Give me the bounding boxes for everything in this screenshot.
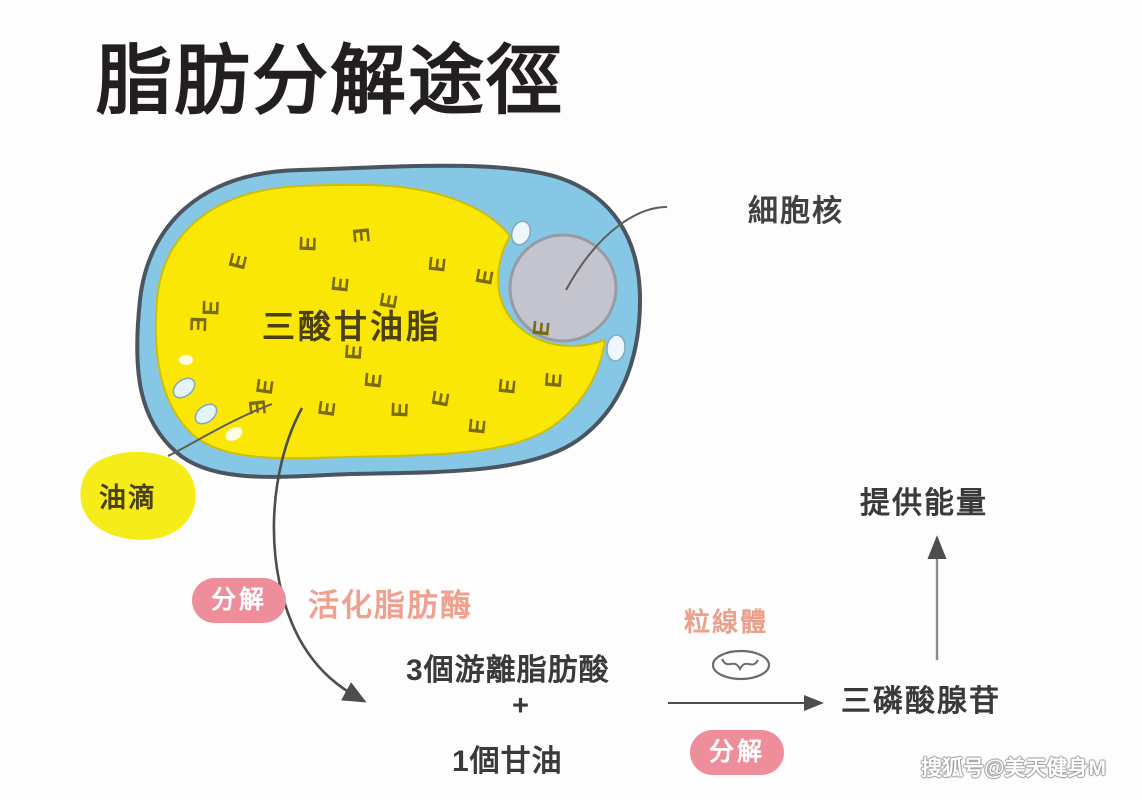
svg-text:Ǝ: Ǝ <box>386 402 413 418</box>
svg-text:Ǝ: Ǝ <box>463 417 490 435</box>
decompose-badge-1: 分解 <box>192 578 286 623</box>
svg-text:Ǝ: Ǝ <box>527 319 554 337</box>
oil-droplet-label: 油滴 <box>99 483 157 513</box>
products-plus-sign: + <box>512 690 529 722</box>
svg-text:Ǝ: Ǝ <box>326 275 353 293</box>
svg-text:Ǝ: Ǝ <box>348 226 375 244</box>
leader-lines <box>167 206 668 457</box>
decompose-badge-2: 分解 <box>690 730 784 775</box>
lipid-droplet-label: 三酸甘油脂 <box>262 308 442 345</box>
svg-text:Ǝ: Ǝ <box>423 255 450 273</box>
svg-text:Ǝ: Ǝ <box>470 267 498 287</box>
svg-text:Ǝ: Ǝ <box>493 377 520 395</box>
oil-droplet-blob <box>80 451 196 540</box>
page-title: 脂肪分解途徑 <box>96 39 564 124</box>
svg-text:Ǝ: Ǝ <box>244 398 271 416</box>
cytoplasm-organelles <box>172 220 639 441</box>
atp-label: 三磷酸腺苷 <box>841 685 1001 718</box>
products-line-1: 3個游離脂肪酸 <box>406 654 610 687</box>
mitochondrion-icon <box>711 649 771 681</box>
svg-text:Ǝ: Ǝ <box>374 291 402 311</box>
svg-text:Ǝ: Ǝ <box>426 389 454 409</box>
svg-text:Ǝ: Ǝ <box>197 300 224 316</box>
energy-label: 提供能量 <box>860 487 988 520</box>
mitochondria-label: 粒線體 <box>684 607 769 637</box>
svg-text:Ǝ: Ǝ <box>313 399 341 418</box>
svg-text:Ǝ: Ǝ <box>359 371 386 389</box>
svg-text:Ǝ: Ǝ <box>294 236 321 252</box>
svg-text:Ǝ: Ǝ <box>185 316 212 332</box>
nucleus-shape <box>508 233 618 343</box>
lipase-label: 活化脂肪酶 <box>308 588 473 623</box>
lipid-droplet-shape <box>154 183 607 460</box>
svg-text:Ǝ: Ǝ <box>540 372 567 389</box>
watermark: 搜狐号@美天健身M <box>921 757 1106 780</box>
nucleus-label: 細胞核 <box>748 195 844 228</box>
triglyceride-marks: Ǝ Ǝ Ǝ Ǝ Ǝ Ǝ Ǝ Ǝ Ǝ Ǝ Ǝ Ǝ Ǝ Ǝ Ǝ Ǝ Ǝ Ǝ Ǝ Ǝ <box>185 226 567 435</box>
products-line-2: 1個甘油 <box>452 745 563 778</box>
svg-text:Ǝ: Ǝ <box>223 251 252 272</box>
svg-text:Ǝ: Ǝ <box>340 344 367 361</box>
svg-text:Ǝ: Ǝ <box>251 377 279 396</box>
arrow-lipolysis <box>272 407 367 703</box>
